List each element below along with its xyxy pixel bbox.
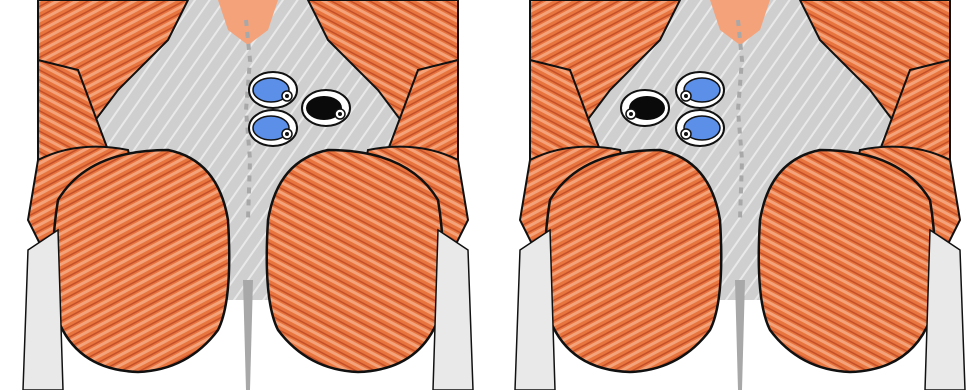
gluteus-maximus-left [545,150,721,372]
cleft [243,280,253,390]
cleft [735,280,745,390]
electrode-pad-blue-icon [676,110,724,146]
back-anatomy-panel-left [18,0,478,390]
thigh-left [23,230,63,390]
electrode-pad-blue-icon [249,110,297,146]
gluteus-maximus-right [267,150,443,372]
gluteus-maximus-left [53,150,229,372]
electrode-pad-blue-icon [249,72,297,108]
gluteus-maximus-right [759,150,935,372]
thigh-right [925,230,965,390]
electrode-pad-black-icon [621,90,669,126]
electrode-pad-black-icon [302,90,350,126]
thigh-right [433,230,473,390]
back-anatomy-illustration-right [510,0,970,390]
back-anatomy-panel-right [510,0,970,390]
electrode-pad-blue-icon [676,72,724,108]
thigh-left [515,230,555,390]
back-anatomy-illustration-left [18,0,478,390]
